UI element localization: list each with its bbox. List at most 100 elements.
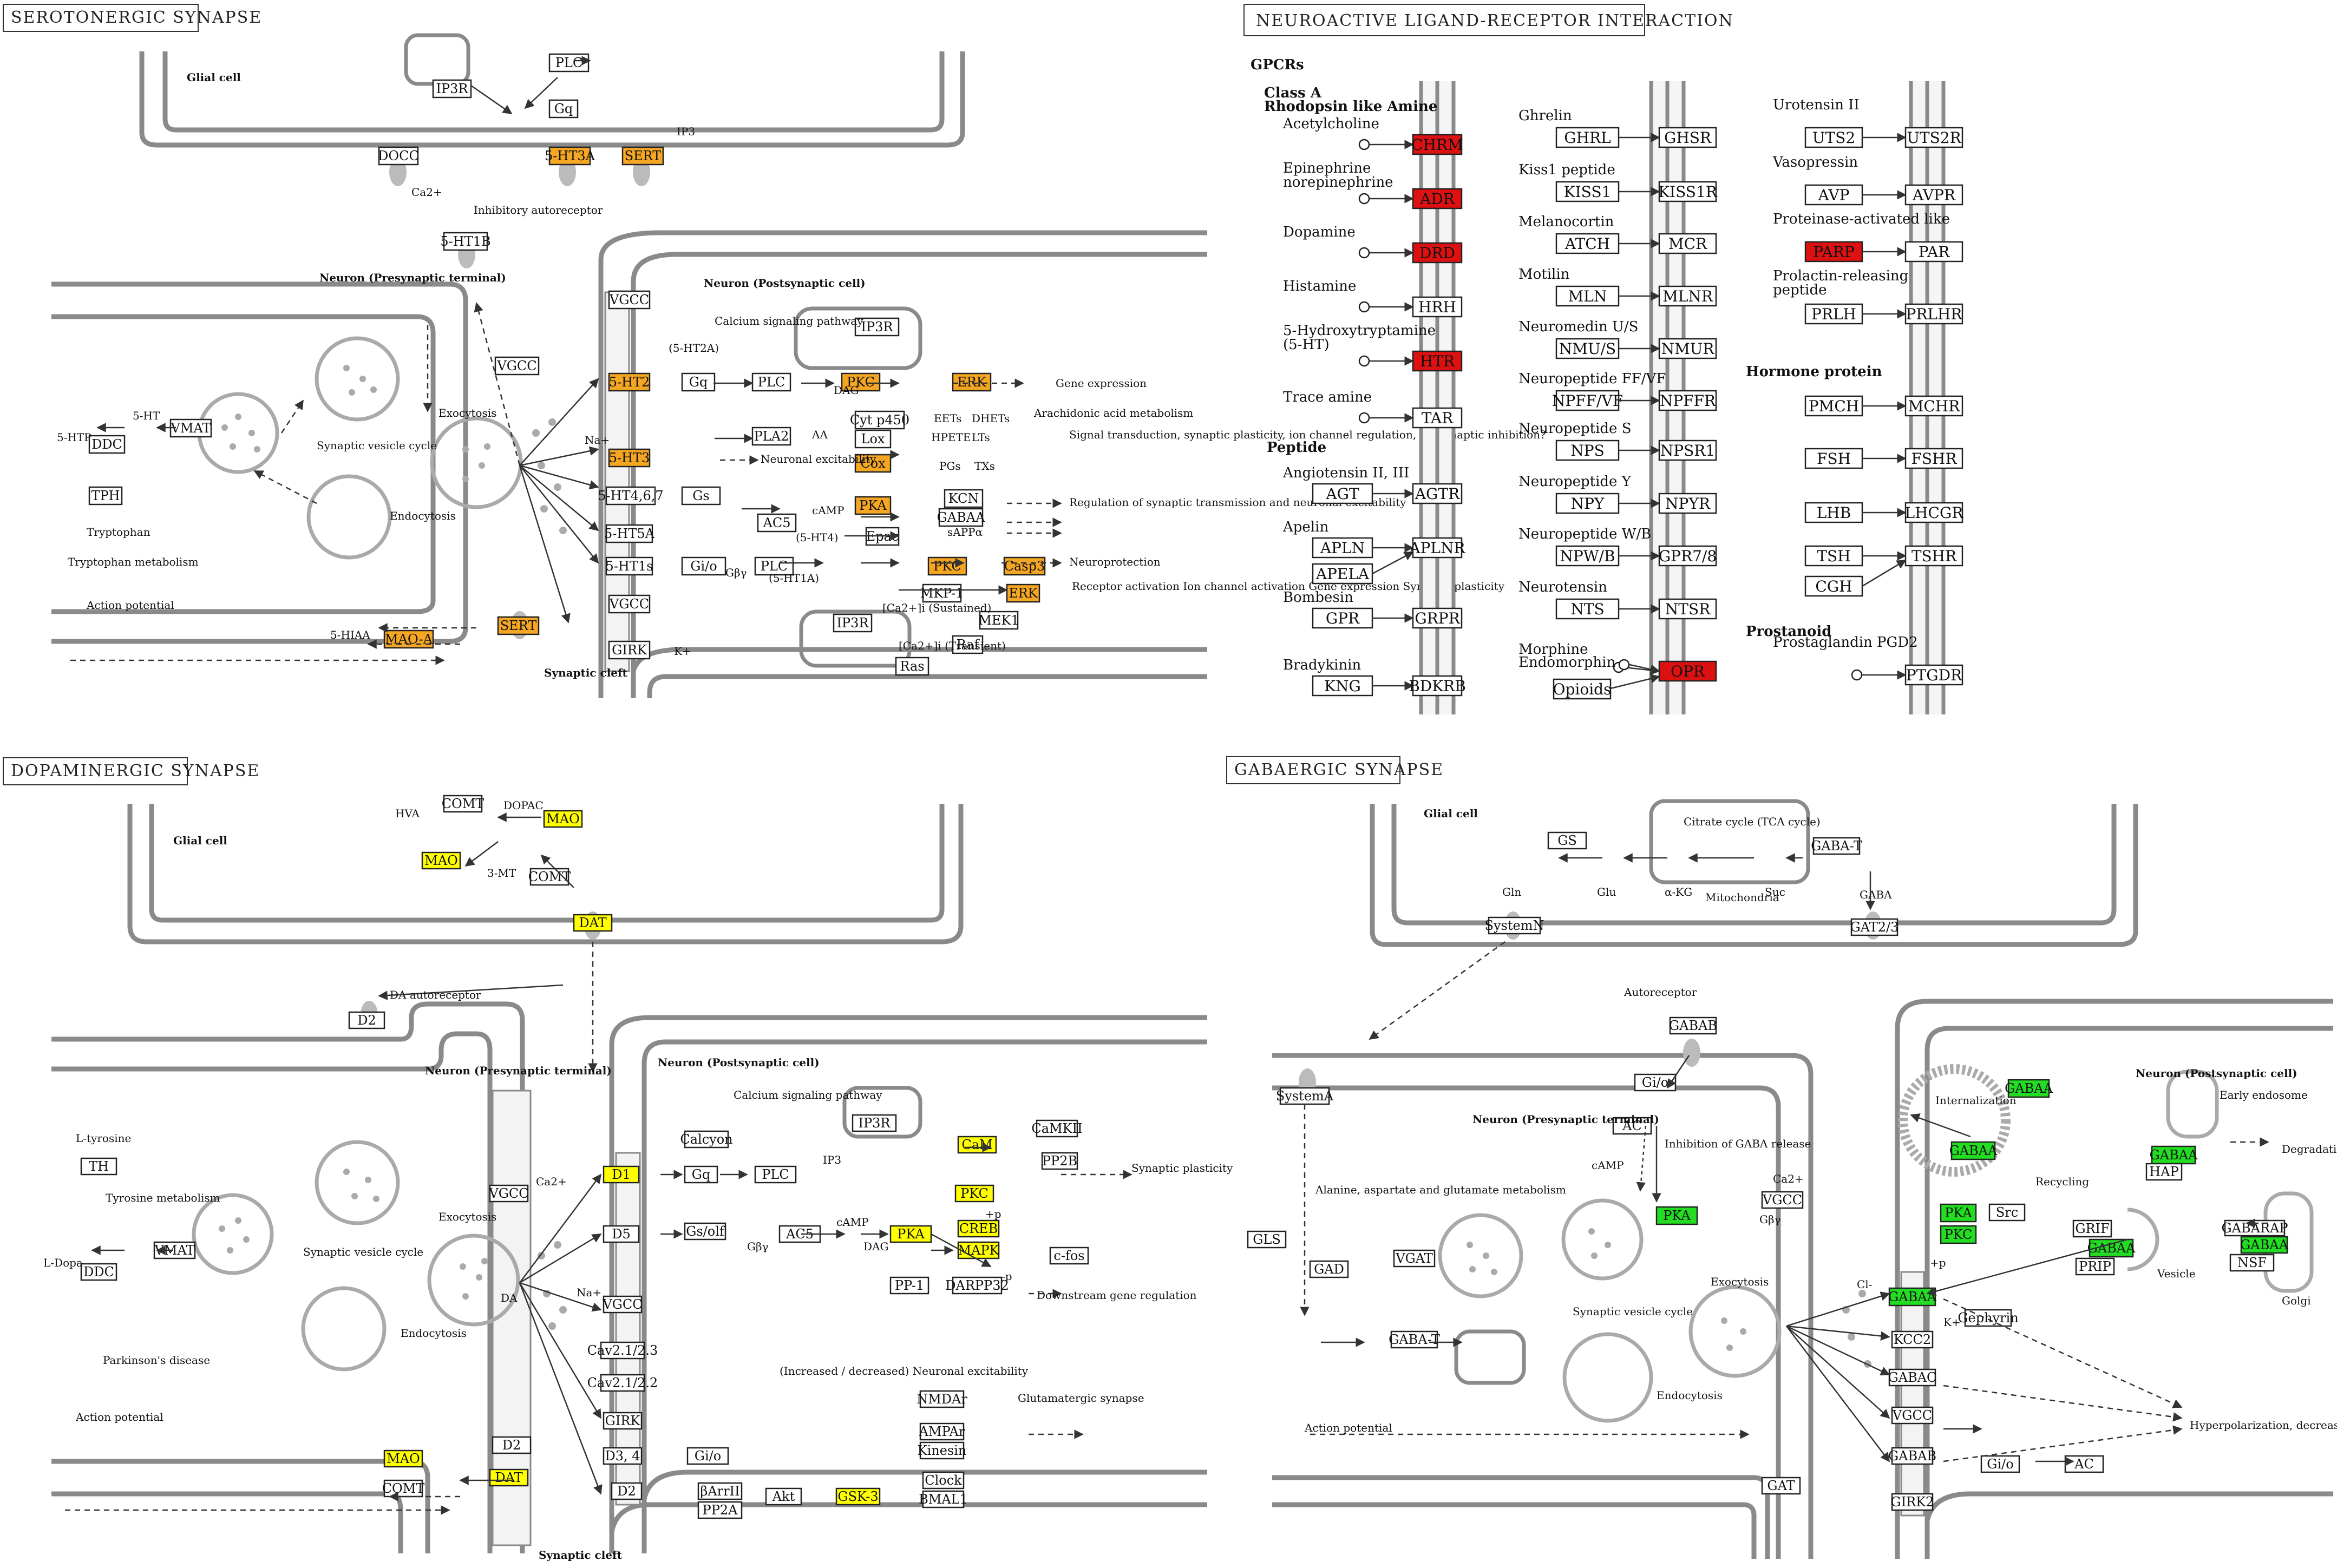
dopa-gene-c-fos[interactable]: c-fos [1049, 1246, 1089, 1265]
gaba-gene-pka[interactable]: PKA [1655, 1206, 1698, 1225]
dopa-gene-girk[interactable]: GIRK [603, 1412, 643, 1430]
dopa-gene-pka[interactable]: PKA [889, 1225, 932, 1243]
gaba-gene-systemn[interactable]: SystemN [1485, 916, 1544, 935]
dopa-gene-box[interactable] [573, 914, 613, 932]
neuro-uts2r-receptor-box[interactable] [1904, 127, 1963, 148]
dopa-gene-box[interactable] [697, 1482, 743, 1500]
gaba-gene-box[interactable] [2151, 1145, 2196, 1165]
gaba-gene-src[interactable]: Src [1988, 1203, 2026, 1222]
neuro-grpr-receptor[interactable]: GRPR [1412, 607, 1463, 629]
dopa-gene-box[interactable] [603, 1412, 643, 1430]
sero-gene-ac5[interactable]: AC5 [757, 513, 797, 533]
sero-gene-box[interactable] [1006, 583, 1040, 603]
dopa-gene-box[interactable] [765, 1487, 802, 1506]
neuro-grpr-gene[interactable]: GPR [1312, 607, 1373, 629]
gaba-gene-gat[interactable]: GAT [1761, 1477, 1801, 1495]
neuro-mcr-gene[interactable]: ATCH [1555, 233, 1620, 254]
neuro-tar-receptor[interactable]: TAR [1412, 407, 1463, 429]
neuro-gpr7-8-gene[interactable]: NPW/B [1555, 545, 1620, 567]
neuro-bdkrb-gene[interactable]: KNG [1312, 675, 1373, 697]
dopa-gene-ip3r[interactable]: IP3R [852, 1114, 897, 1132]
dopa-gene-d1[interactable]: D1 [603, 1165, 640, 1184]
dopa-gene-vgcc[interactable]: VGCC [488, 1184, 529, 1203]
neuro-nmur-receptor-box[interactable] [1658, 338, 1717, 359]
neuro-ghsr-receptor-box[interactable] [1658, 127, 1717, 148]
sero-gene-box[interactable] [754, 556, 794, 576]
gaba-gene-gat2-3[interactable]: GAT2/3 [1850, 918, 1899, 936]
gaba-gene-vgcc[interactable]: VGCC [1891, 1406, 1934, 1425]
gaba-gene-box[interactable] [1488, 916, 1541, 935]
dopa-gene-d5[interactable]: D5 [603, 1225, 640, 1243]
gaba-gene-vgcc[interactable]: VGCC [1761, 1191, 1804, 1209]
dopa-gene-pkc[interactable]: PKC [954, 1184, 994, 1203]
neuro-gpr7-8-receptor[interactable]: GPR7/8 [1658, 545, 1717, 567]
sero-gene-ip3r[interactable]: IP3R [854, 317, 900, 337]
neuro-ntsr-gene[interactable]: NTS [1555, 598, 1620, 620]
dopa-gene-box[interactable] [684, 1222, 726, 1241]
sero-gene-pkc[interactable]: PKC [927, 556, 967, 576]
dopa-gene-box[interactable] [603, 1165, 640, 1184]
sero-gene-box[interactable] [605, 486, 656, 506]
gaba-gene-ac[interactable]: AC [2064, 1455, 2104, 1473]
sero-gene-5-ht3a[interactable]: 5-HT3A [545, 146, 595, 166]
neuro-kiss1r-receptor-box[interactable] [1658, 181, 1717, 202]
dopa-gene-pp2b[interactable]: PP2B [1041, 1152, 1078, 1170]
neuro-mchr-receptor-box[interactable] [1904, 395, 1963, 417]
gaba-gene-box[interactable] [1655, 1206, 1698, 1225]
dopa-gene-box[interactable] [684, 1130, 729, 1149]
sero-gene-box[interactable] [854, 496, 892, 515]
gaba-gene-box[interactable] [2007, 1079, 2050, 1098]
dopa-gene-box[interactable] [922, 1471, 965, 1490]
neuro-adr-receptor-box[interactable] [1412, 188, 1463, 209]
dopa-gene-th[interactable]: TH [80, 1157, 117, 1176]
neuro-agtr-gene[interactable]: AGT [1312, 483, 1373, 504]
neuro-mlnr-receptor-box[interactable] [1658, 285, 1717, 307]
neuro-fshr-gene-box[interactable] [1804, 448, 1863, 469]
sero-gene-vgcc[interactable]: VGCC [608, 290, 651, 310]
gaba-gene-box[interactable] [2240, 1236, 2288, 1254]
sero-gene-box[interactable] [854, 317, 900, 337]
neuro-tshr-gene2[interactable]: CGH [1804, 575, 1863, 597]
sero-gene-sert[interactable]: SERT [497, 616, 540, 635]
sero-gene-casp3[interactable]: Casp3 [1003, 556, 1046, 576]
neuro-ntsr-receptor-box[interactable] [1658, 598, 1717, 620]
neuro-uts2r-receptor[interactable]: UTS2R [1904, 127, 1963, 148]
neuro-htr-receptor[interactable]: HTR [1412, 350, 1463, 372]
neuro-npyr-gene[interactable]: NPY [1555, 493, 1620, 514]
sero-gene-cyt-p450[interactable]: Cyt p450 [850, 410, 909, 430]
sero-gene-ip3r[interactable]: IP3R [833, 613, 873, 633]
sero-gene-sert[interactable]: SERT [621, 146, 664, 166]
sero-gene-box[interactable] [681, 486, 721, 506]
sero-gene-kcn[interactable]: KCN [944, 489, 984, 508]
sero-gene-box[interactable] [757, 513, 797, 533]
sero-gene-ras[interactable]: Ras [895, 657, 929, 676]
gaba-gene-nsf[interactable]: NSF [2229, 1254, 2275, 1272]
dopa-gene-box[interactable] [957, 1219, 1000, 1238]
neuro-tshr-gene-box[interactable] [1804, 545, 1863, 567]
gaba-gene-box[interactable] [1980, 1455, 2020, 1473]
sero-gene-box[interactable] [854, 429, 892, 449]
sero-gene-box[interactable] [952, 372, 992, 392]
neuro-par-receptor-box[interactable] [1904, 241, 1963, 263]
neuro-opioids-gene-box[interactable] [1553, 678, 1612, 700]
neuro-prlhr-receptor[interactable]: PRLHR [1904, 303, 1963, 325]
neuro-aplnr-gene[interactable]: APLN [1312, 537, 1373, 559]
sero-gene-box[interactable] [621, 146, 664, 166]
dopa-gene-cam[interactable]: CaM [957, 1136, 997, 1154]
sero-gene-plc[interactable]: PLC [751, 372, 791, 392]
neuro-nmur-receptor[interactable]: NMUR [1658, 338, 1717, 359]
neuro-npyr-gene-box[interactable] [1555, 493, 1620, 514]
dopa-gene-box[interactable] [383, 1449, 423, 1468]
gaba-gene-gabaa[interactable]: GABAA [2240, 1236, 2289, 1254]
neuro-mchr-gene-box[interactable] [1804, 395, 1863, 417]
gaba-gene-box[interactable] [1888, 1368, 1936, 1387]
sero-gene-box[interactable] [944, 489, 984, 508]
dopa-gene-box[interactable] [1041, 1152, 1078, 1170]
neuro-aplnr-gene-box[interactable] [1312, 537, 1373, 559]
neuro-agtr-receptor[interactable]: AGTR [1412, 483, 1463, 504]
neuro-fshr-receptor-box[interactable] [1904, 448, 1963, 469]
neuro-par-gene[interactable]: PARP [1804, 241, 1863, 263]
dopa-gene-box[interactable] [603, 1295, 643, 1314]
dopa-gene-box[interactable] [543, 810, 583, 828]
neuro-mchr-gene[interactable]: PMCH [1804, 395, 1863, 417]
